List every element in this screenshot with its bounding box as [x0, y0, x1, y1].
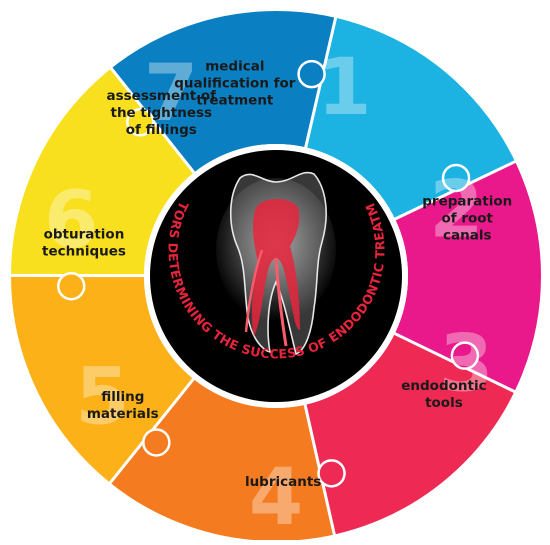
segment-number-4: 4 [249, 453, 303, 540]
segment-label-line: tools [425, 395, 463, 411]
puzzle-knob-5 [319, 460, 345, 486]
segment-label-line: endodontic [401, 378, 486, 394]
segment-label-line: of fillings [126, 122, 197, 138]
segment-number-1: 1 [317, 43, 371, 133]
segment-label-line: materials [87, 406, 159, 422]
segment-label-line: medical [205, 58, 264, 74]
segment-label-4: lubricants [245, 474, 321, 490]
segment-label-line: techniques [42, 244, 126, 260]
segment-label-line: preparation [422, 194, 512, 210]
segment-label-line: lubricants [245, 474, 321, 490]
segment-label-line: assessment of [107, 88, 217, 104]
segment-label-line: of root [442, 211, 494, 227]
puzzle-knob-7 [58, 273, 84, 299]
segment-label-line: canals [443, 228, 492, 244]
puzzle-knob-6 [143, 429, 169, 455]
segment-label-line: the tightness [110, 105, 212, 121]
segment-label-line: obturation [44, 227, 125, 243]
segment-label-line: filling [101, 389, 144, 405]
